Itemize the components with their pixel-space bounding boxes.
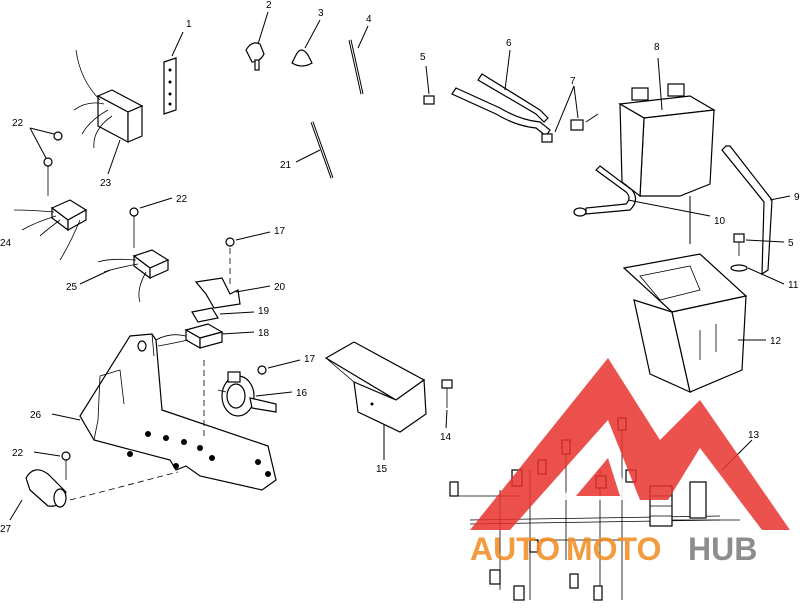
part-16-solenoid xyxy=(217,371,293,417)
part-17-screw-upper xyxy=(225,231,271,284)
callout-25: 25 xyxy=(66,282,78,293)
callout-4: 4 xyxy=(366,14,372,25)
watermark-logo: AUTO MOTO HUB xyxy=(470,358,790,567)
part-22-screw-middle xyxy=(129,197,173,248)
callout-13: 13 xyxy=(748,430,760,441)
callout-3: 3 xyxy=(318,8,324,19)
callout-16: 16 xyxy=(296,388,308,399)
callout-11: 11 xyxy=(788,280,799,291)
part-15-heat-shield xyxy=(324,341,427,460)
callout-5: 5 xyxy=(420,52,426,63)
callout-6: 6 xyxy=(506,38,512,49)
watermark-word-hub: HUB xyxy=(688,531,757,567)
part-10-negative-cable xyxy=(573,165,711,244)
part-17-screw-lower xyxy=(257,359,301,375)
callout-15: 15 xyxy=(376,464,388,475)
part-2-connector xyxy=(245,11,269,71)
part-18-fuse-holder xyxy=(155,323,255,350)
part-4-cable-tie xyxy=(348,25,369,95)
part-19-pad xyxy=(191,307,255,323)
callout-22-c: 22 xyxy=(12,448,24,459)
part-25-relay xyxy=(79,249,170,303)
callout-20: 20 xyxy=(274,282,286,293)
callout-21: 21 xyxy=(280,160,292,171)
part-27-buzzer xyxy=(9,469,179,521)
part-22-screw-lower xyxy=(33,451,71,480)
part-5-bolt-top xyxy=(423,65,435,105)
part-1-bracket-strip xyxy=(163,31,184,115)
callout-17-a: 17 xyxy=(274,226,286,237)
part-6-battery-cable xyxy=(451,49,551,137)
callout-8: 8 xyxy=(654,42,660,53)
callout-17-b: 17 xyxy=(304,354,316,365)
callout-7: 7 xyxy=(570,76,576,87)
part-7-terminal-nuts xyxy=(541,85,599,143)
part-22-screws-upper xyxy=(29,127,63,196)
watermark-word-moto: MOTO xyxy=(566,531,661,567)
part-12-battery-box xyxy=(622,253,766,394)
callout-18: 18 xyxy=(258,328,270,339)
callout-5-right: 5 xyxy=(788,238,794,249)
callout-10: 10 xyxy=(714,216,726,227)
part-9-strap xyxy=(721,145,791,276)
callout-24: 24 xyxy=(0,238,12,249)
part-20-bracket xyxy=(194,277,271,309)
callout-12: 12 xyxy=(770,336,782,347)
watermark-mountain-mark xyxy=(470,358,790,530)
callout-23: 23 xyxy=(100,178,112,189)
callout-22-a: 22 xyxy=(12,118,24,129)
part-26-mounting-plate xyxy=(51,333,277,491)
part-11-washer xyxy=(730,264,785,285)
part-5-bolt-right xyxy=(733,233,785,256)
part-24-relay xyxy=(13,199,88,261)
part-23-module xyxy=(73,49,144,175)
callout-22-b: 22 xyxy=(176,194,188,205)
callout-1: 1 xyxy=(186,19,192,30)
callout-9: 9 xyxy=(794,192,800,203)
callout-14: 14 xyxy=(440,432,452,443)
callout-2: 2 xyxy=(266,0,272,11)
callout-19: 19 xyxy=(258,306,270,317)
part-21-long-cable-tie xyxy=(295,121,334,179)
part-14-bolt xyxy=(441,379,453,429)
callout-27: 27 xyxy=(0,524,12,535)
watermark-word-auto: AUTO xyxy=(470,531,560,567)
part-3-clip xyxy=(291,19,321,67)
part-8-battery xyxy=(618,57,716,198)
callout-26: 26 xyxy=(30,410,42,421)
